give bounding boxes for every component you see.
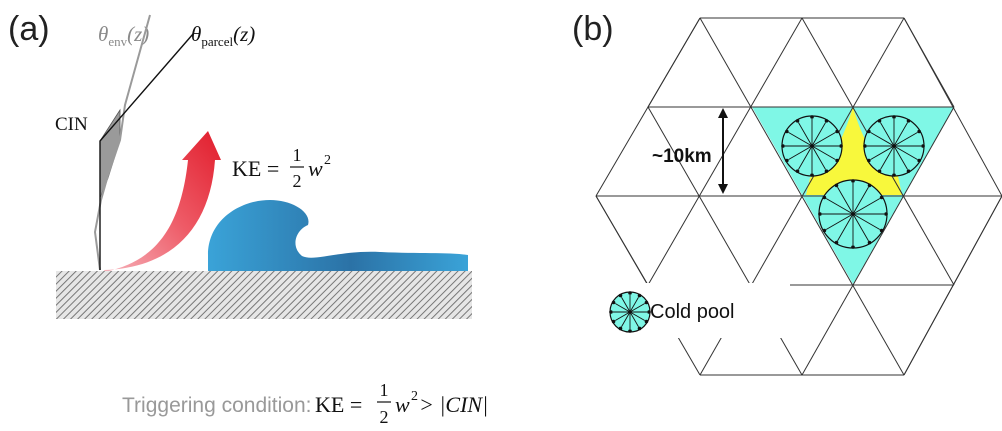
trigger-condition: Triggering condition: KE = 1 2 w 2 > |CI… <box>122 380 488 427</box>
cold-pool-bottom <box>818 179 888 249</box>
grid-line <box>903 17 955 108</box>
svg-text:2: 2 <box>411 389 418 404</box>
cold-pool-right <box>863 115 925 177</box>
svg-text:2: 2 <box>293 171 302 191</box>
svg-text:> |CIN|: > |CIN| <box>419 392 488 417</box>
grid-line <box>903 195 1002 376</box>
svg-text:1: 1 <box>293 145 302 165</box>
panel-b: (b) ~10km Cold pool <box>572 10 1002 376</box>
updraft-arrow <box>104 131 221 272</box>
grid-line <box>699 17 905 376</box>
legend: Cold pool <box>600 283 790 338</box>
env-profile-line <box>93 14 151 271</box>
panel-b-label: (b) <box>572 10 614 48</box>
svg-text:w: w <box>308 156 323 181</box>
grid-line <box>801 106 955 376</box>
triangular-grid <box>595 17 1002 376</box>
panel-a-label: (a) <box>8 10 50 48</box>
legend-cold-pool-icon <box>609 291 651 333</box>
grid-line <box>647 17 803 286</box>
legend-label: Cold pool <box>650 301 735 323</box>
cold-pools <box>781 115 925 249</box>
ground-surface <box>56 271 472 319</box>
cold-pool-gust <box>208 200 468 272</box>
parcel-profile-line <box>99 33 194 270</box>
svg-text:KE =: KE = <box>232 156 279 181</box>
cold-pool-left <box>781 115 843 177</box>
legend-cold-pool-glyph <box>609 291 651 333</box>
svg-text:2: 2 <box>324 153 331 168</box>
grid-line <box>647 17 701 108</box>
cin-area <box>99 108 121 199</box>
scale-label: ~10km <box>652 146 712 167</box>
svg-text:Triggering condition:: Triggering condition: <box>122 394 312 417</box>
ke-expression: KE = 1 2 w 2 <box>232 145 331 191</box>
panel-a: (a) θenv(z) θparcel(z) CIN KE = 1 2 w 2 <box>8 10 488 427</box>
svg-text:w: w <box>395 392 410 417</box>
theta-parcel-label: θparcel(z) <box>191 22 255 49</box>
convergence-zone <box>806 107 902 195</box>
scale-bar: ~10km <box>652 108 728 194</box>
cin-label: CIN <box>55 114 88 135</box>
svg-text:1: 1 <box>380 380 389 400</box>
svg-text:KE =: KE = <box>315 392 362 417</box>
svg-text:2: 2 <box>380 407 389 427</box>
grid-line <box>595 195 649 286</box>
